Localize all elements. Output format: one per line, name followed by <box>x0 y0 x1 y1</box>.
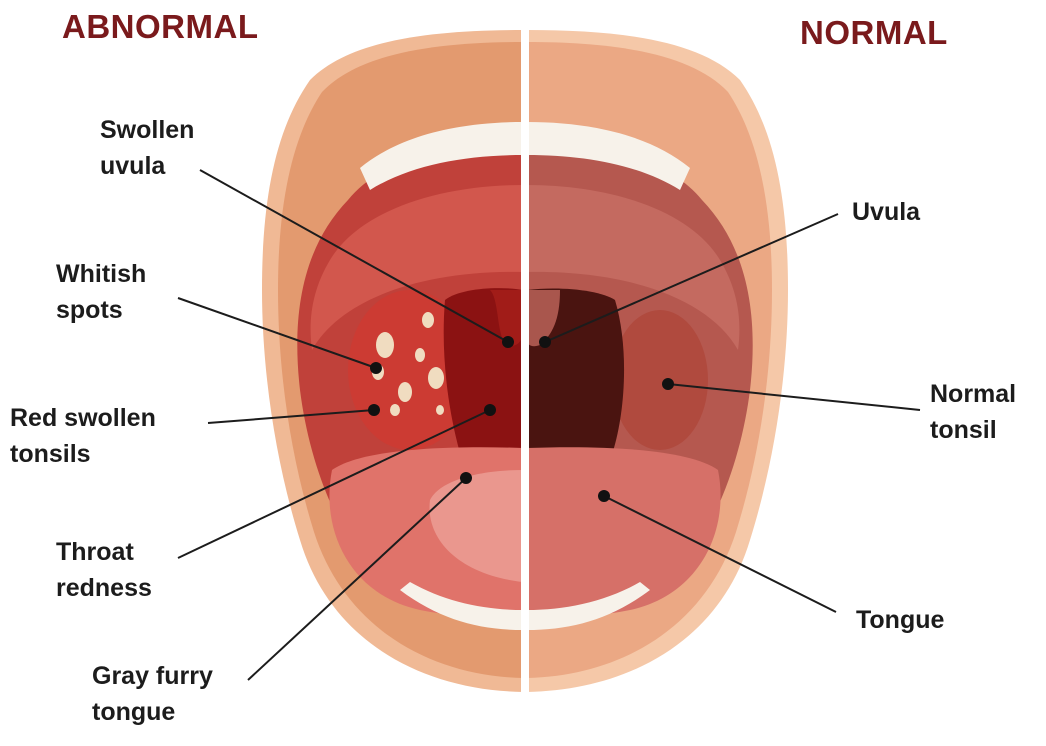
label-throat-redness: Throat redness <box>56 534 152 606</box>
label-normal-tonsil: Normal tonsil <box>930 376 1016 448</box>
center-divider <box>521 0 529 746</box>
dot-whitish-spots <box>370 362 382 374</box>
dot-throat-redness <box>484 404 496 416</box>
heading-normal: NORMAL <box>800 14 948 52</box>
normal-half <box>527 30 788 692</box>
label-tongue: Tongue <box>856 602 944 638</box>
dot-uvula <box>539 336 551 348</box>
abnormal-half <box>262 30 523 692</box>
label-whitish-spots: Whitish spots <box>56 256 146 328</box>
dot-gray-tongue <box>460 472 472 484</box>
dot-swollen-uvula <box>502 336 514 348</box>
label-uvula: Uvula <box>852 194 920 230</box>
label-gray-furry-tongue: Gray furry tongue <box>92 658 213 730</box>
heading-abnormal: ABNORMAL <box>62 8 258 46</box>
dot-normal-tonsil <box>662 378 674 390</box>
dot-tongue <box>598 490 610 502</box>
label-swollen-uvula: Swollen uvula <box>100 112 194 184</box>
dot-red-tonsils <box>368 404 380 416</box>
normal-tonsil <box>612 310 708 450</box>
label-red-swollen-tonsils: Red swollen tonsils <box>10 400 156 472</box>
